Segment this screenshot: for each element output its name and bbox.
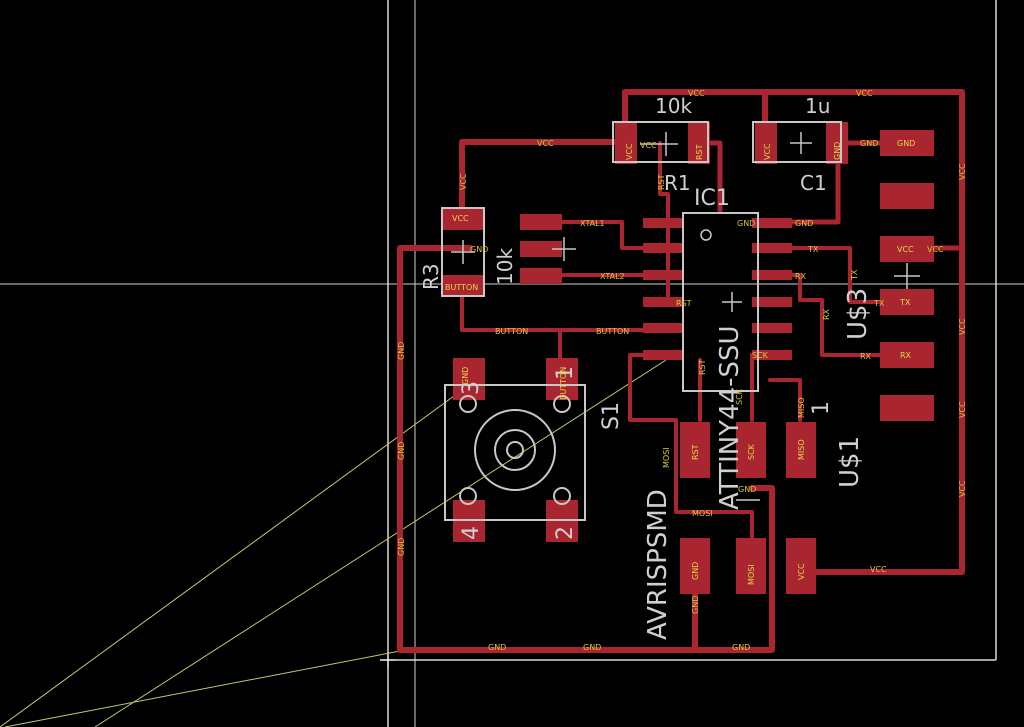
s1-button-label: BUTTON: [559, 367, 568, 400]
u3-tx-label: TX: [899, 298, 911, 307]
net-label-gnd: GND: [397, 342, 406, 360]
isp-rst-label: RST: [691, 444, 700, 460]
silkscreen: [441, 121, 920, 521]
net-label-vcc: VCC: [958, 318, 967, 335]
s1-name: S1: [599, 402, 624, 430]
net-label-gnd: GND: [860, 139, 878, 148]
u3-vcc-label: VCC: [897, 245, 914, 254]
net-label-button: BUTTON: [596, 327, 629, 336]
net-label-rst: RST: [676, 299, 692, 308]
net-label-miso: MISO: [797, 397, 806, 418]
r1-pad2-label: RST: [695, 144, 704, 160]
airwire: [94, 359, 667, 727]
net-label-vcc: VCC: [856, 89, 873, 98]
net-label-vcc: VCC: [537, 139, 554, 148]
c1-value: 1u: [805, 94, 830, 118]
isp-mosi-label: MOSI: [747, 564, 756, 585]
isp-gnd-label: GND: [691, 562, 700, 580]
net-label-rst: RST: [657, 174, 666, 190]
net-label-gnd: GND: [470, 245, 488, 254]
s1-pin1: 1: [553, 366, 578, 380]
s1-pin2: 2: [553, 526, 578, 540]
u3-name: U$3: [843, 288, 873, 340]
r1-pad1-label: VCC: [625, 143, 634, 160]
net-label-rst: RST: [698, 359, 707, 375]
net-label-gnd: GND: [732, 643, 750, 652]
net-label-vcc: VCC: [459, 173, 468, 190]
r3-name: R3: [419, 263, 443, 290]
net-label-gnd: GND: [737, 219, 755, 228]
r3-pad1-label: VCC: [452, 214, 469, 223]
c1-pad1-label: VCC: [763, 143, 772, 160]
s1-gnd-label: GND: [461, 367, 470, 385]
net-label-gnd: GND: [738, 485, 756, 494]
net-label-rx: RX: [795, 272, 807, 281]
ic1-value: ATTINY44-SSU: [715, 325, 745, 510]
net-label-vcc: VCC: [958, 401, 967, 418]
copper-pads[interactable]: [442, 122, 934, 594]
net-label-button: BUTTON: [495, 327, 528, 336]
u1-pin1: 1: [809, 401, 834, 415]
r3-value: 10k: [493, 248, 517, 285]
airwire: [4, 650, 401, 727]
net-label-sck: SCK: [752, 351, 769, 360]
r3-pad2-label: BUTTON: [445, 283, 478, 292]
net-label-gnd: GND: [488, 643, 506, 652]
net-label-vcc: VCC: [958, 163, 967, 180]
airwire: [0, 387, 466, 727]
component-origin-icon: [722, 292, 742, 312]
net-label-vcc: VCC: [640, 141, 657, 150]
net-label-mosi: MOSI: [662, 447, 671, 468]
s1-pin4: 4: [459, 526, 484, 540]
net-label-tx: TX: [807, 245, 819, 254]
r1-value: 10k: [655, 94, 692, 118]
net-label-rx: RX: [822, 308, 831, 320]
u1-name: U$1: [835, 436, 865, 488]
net-label-xtal1: XTAL1: [580, 219, 605, 228]
net-label-gnd: GND: [397, 442, 406, 460]
s1-pin3: 3: [459, 381, 484, 395]
net-label-vcc: VCC: [688, 89, 705, 98]
net-label-xtal2: XTAL2: [600, 272, 625, 281]
net-label-gnd: GND: [583, 643, 601, 652]
net-label-sck: SCK: [735, 388, 744, 405]
isp-vcc-label: VCC: [797, 563, 806, 580]
net-label-gnd: GND: [795, 219, 813, 228]
net-label-gnd: GND: [691, 596, 700, 614]
c1-name: C1: [800, 171, 827, 195]
net-labels: VCC VCC VCC VCC VCC VCC VCC VCC VCC VCC …: [397, 89, 967, 652]
net-label-tx: TX: [873, 299, 885, 308]
net-label-gnd: GND: [397, 538, 406, 556]
isp-miso-label: MISO: [797, 439, 806, 460]
r1-name: R1: [664, 171, 691, 195]
net-label-vcc: VCC: [927, 245, 944, 254]
ic1-name: IC1: [694, 186, 730, 211]
u3-rx-label: RX: [900, 351, 912, 360]
net-label-vcc: VCC: [870, 565, 887, 574]
net-label-rx: RX: [860, 352, 872, 361]
c1-pad2-label: GND: [833, 142, 842, 160]
u3-gnd-label: GND: [897, 139, 915, 148]
net-label-vcc: VCC: [958, 480, 967, 497]
isp-sck-label: SCK: [747, 443, 756, 460]
u1-value: AVRISPSMD: [643, 489, 673, 640]
origin-crosshair-icon: [380, 652, 396, 668]
net-label-mosi: MOSI: [692, 509, 713, 518]
net-label-tx: TX: [850, 269, 859, 281]
